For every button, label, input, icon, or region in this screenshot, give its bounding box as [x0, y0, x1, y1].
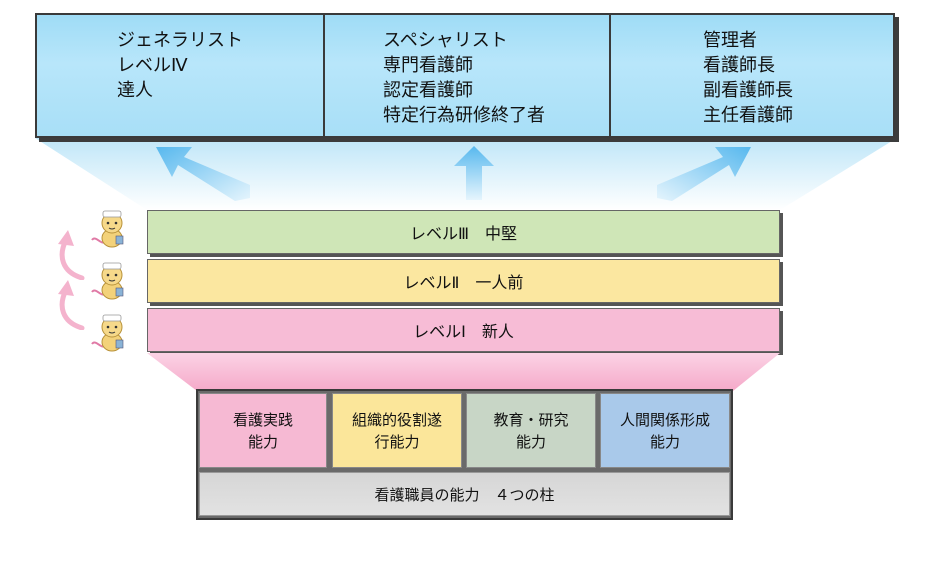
pillar-line: 人間関係形成	[619, 410, 710, 429]
pillar-fan	[147, 353, 780, 391]
level-3-bar: レベルⅢ 中堅	[147, 210, 780, 254]
up-left-arrow	[156, 147, 250, 201]
pillar-line: 教育・研究	[493, 410, 569, 429]
curved-up-arrow-icon	[58, 230, 85, 280]
career-line: 認定看護師	[383, 80, 473, 101]
up-center-arrow	[454, 146, 494, 200]
pillar-line: 能力	[247, 432, 278, 451]
pillar-line: 能力	[515, 432, 546, 451]
career-line: 副看護師長	[703, 80, 793, 101]
level-label: レベルⅡ 一人前	[403, 273, 524, 292]
career-line: 特定行為研修終了者	[383, 105, 545, 126]
up-right-arrow	[657, 147, 751, 201]
career-line: レベルⅣ	[117, 55, 188, 76]
nurse-character-icon	[91, 210, 124, 248]
career-line: 専門看護師	[383, 55, 473, 76]
curved-up-arrow-icon	[58, 280, 85, 330]
pillar-line: 組織的役割遂	[351, 410, 442, 429]
level-1-bar: レベルⅠ 新人	[147, 308, 780, 352]
pillar-interpersonal: 人間関係形成 能力	[600, 393, 730, 468]
foundation-label: 看護職員の能力 ４つの柱	[374, 485, 555, 504]
pillar-line: 能力	[649, 432, 680, 451]
pillar-line: 看護実践	[232, 410, 293, 429]
level-2-bar: レベルⅡ 一人前	[147, 259, 780, 303]
foundation-bar: 看護職員の能力 ４つの柱	[199, 472, 730, 516]
pillar-organizational-role: 組織的役割遂 行能力	[332, 393, 462, 468]
level-label: レベルⅠ 新人	[413, 322, 514, 341]
career-line: 主任看護師	[703, 105, 793, 126]
career-line: 管理者	[703, 30, 757, 51]
specialist-box: スペシャリスト 専門看護師 認定看護師 特定行為研修終了者	[323, 13, 611, 138]
career-line: 達人	[117, 80, 153, 101]
pillar-line: 行能力	[374, 432, 420, 451]
pillar-nursing-practice: 看護実践 能力	[199, 393, 327, 468]
pillar-education-research: 教育・研究 能力	[466, 393, 596, 468]
nurse-character-icon	[91, 262, 124, 300]
career-line: スペシャリスト	[383, 30, 508, 51]
career-line: 看護師長	[703, 55, 775, 76]
level-label: レベルⅢ 中堅	[409, 224, 518, 243]
nurse-character-icon	[91, 314, 124, 352]
career-line: ジェネラリスト	[117, 30, 243, 51]
manager-box: 管理者 看護師長 副看護師長 主任看護師	[609, 13, 895, 138]
generalist-box: ジェネラリスト レベルⅣ 達人	[35, 13, 325, 138]
